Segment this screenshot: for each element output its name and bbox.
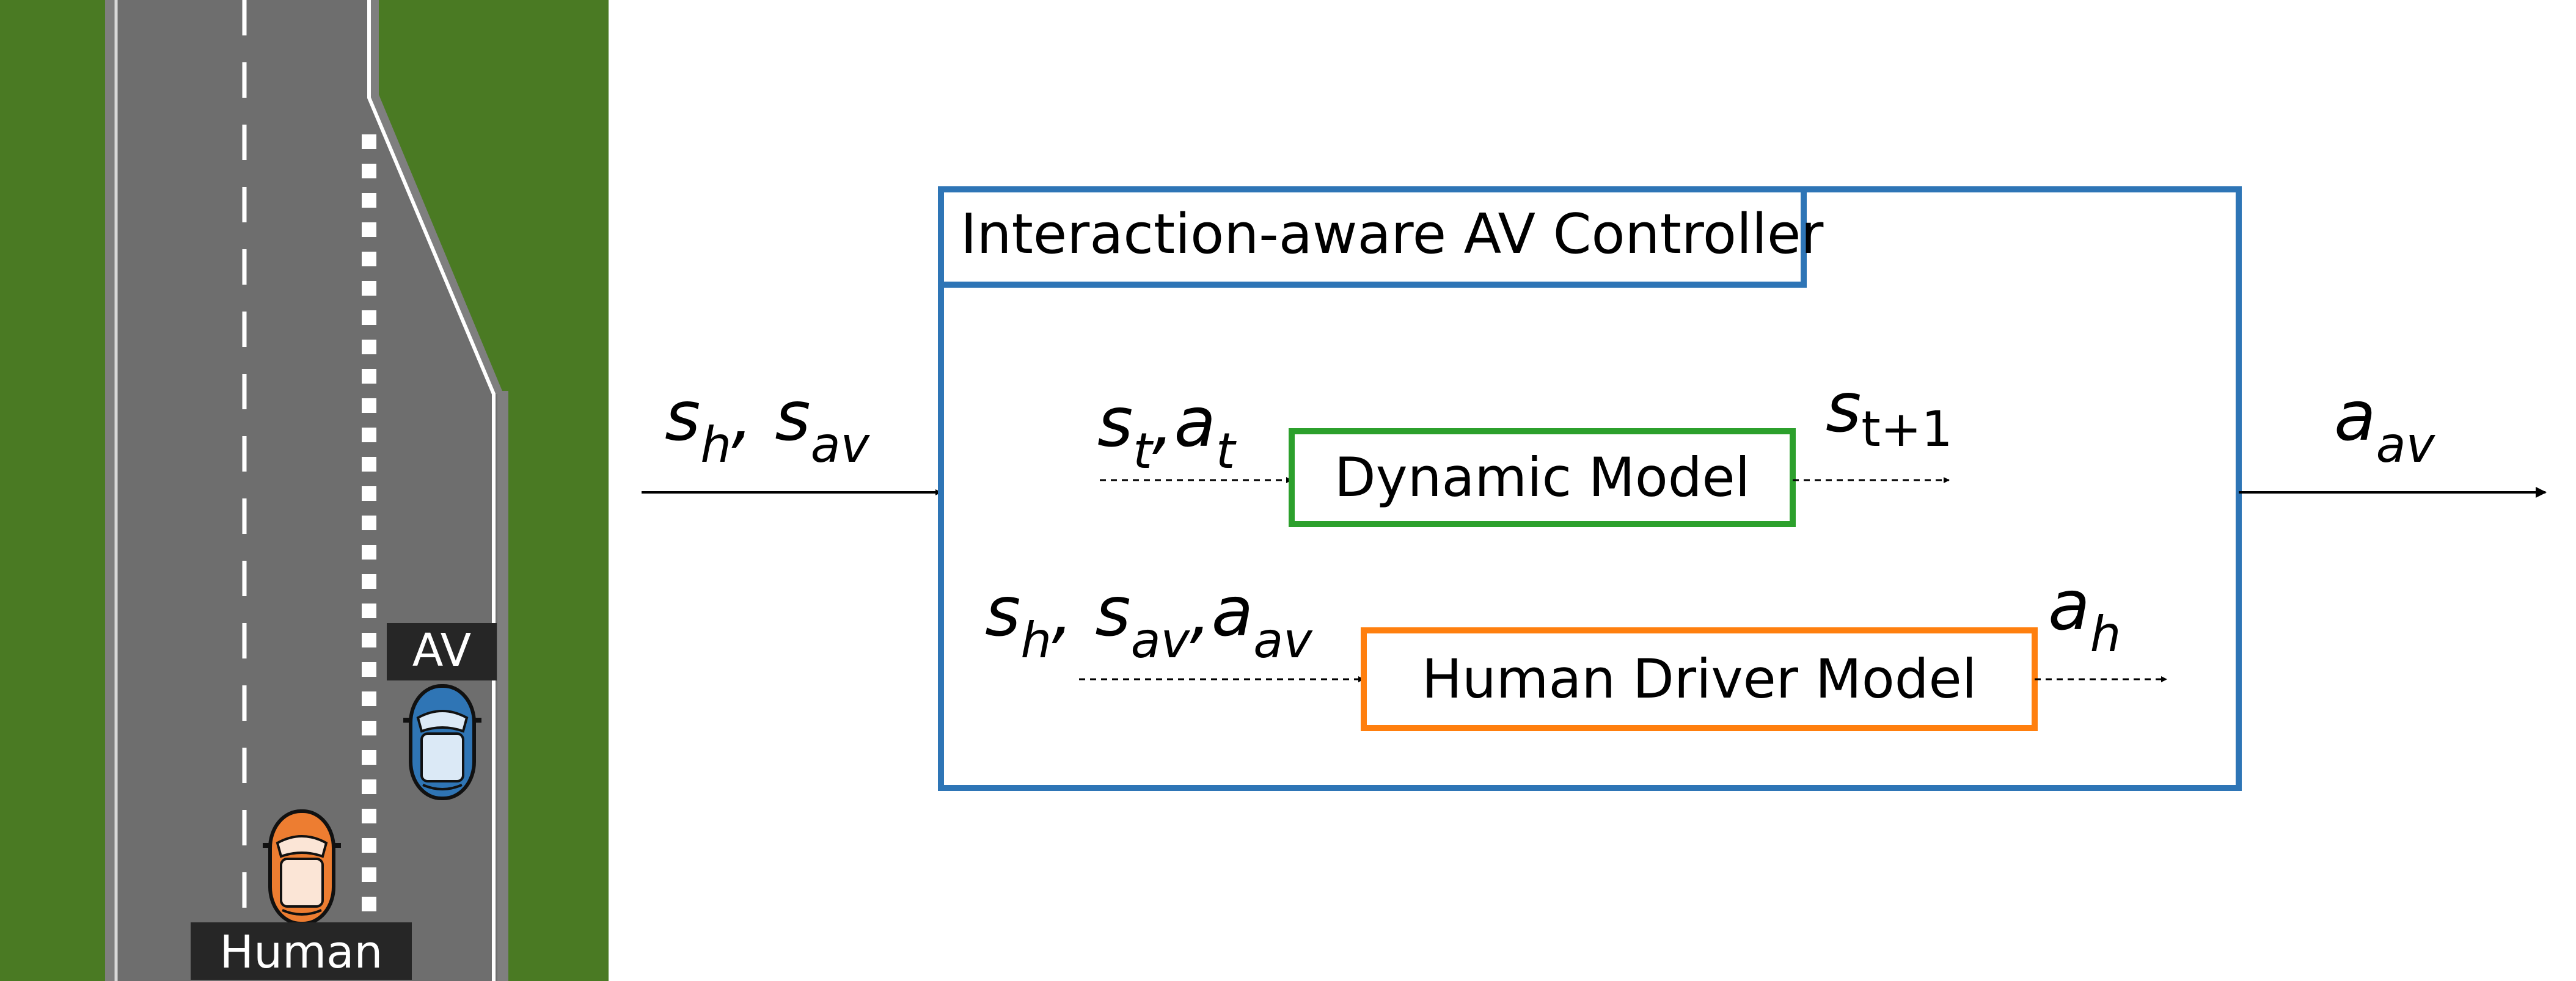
human-car-icon	[263, 809, 341, 925]
human-input-label: sh, sav,aav	[985, 572, 1313, 669]
block-diagram: sh, sav Interaction-aware AV Controller …	[642, 186, 2547, 791]
human-driver-model-box	[1361, 627, 2038, 731]
dynamic-model-label: Dynamic Model	[1334, 446, 1750, 509]
dynamic-output-label: st+1	[1826, 368, 1953, 458]
human-label-bg	[191, 922, 412, 980]
merge-edge-line	[367, 0, 496, 981]
av-car-icon	[403, 684, 481, 800]
road-scene: AV Human	[0, 0, 609, 981]
controller-title: Interaction-aware AV Controller	[961, 202, 1823, 266]
human-driver-model-label: Human Driver Model	[1422, 647, 1977, 710]
dynamic-model-box	[1289, 428, 1796, 527]
av-label-bg	[387, 623, 497, 680]
av-label-text: AV	[412, 624, 472, 677]
input-state-label: sh, sav	[665, 377, 871, 473]
dynamic-input-label: st,at	[1097, 383, 1237, 480]
human-output-label: ah	[2048, 566, 2121, 663]
output-action-label: aav	[2334, 377, 2436, 473]
human-label-text: Human	[220, 926, 383, 979]
human-label: Human	[191, 922, 412, 980]
av-label: AV	[387, 623, 497, 680]
road-surface	[116, 0, 497, 981]
controller-title-box	[938, 186, 1807, 288]
